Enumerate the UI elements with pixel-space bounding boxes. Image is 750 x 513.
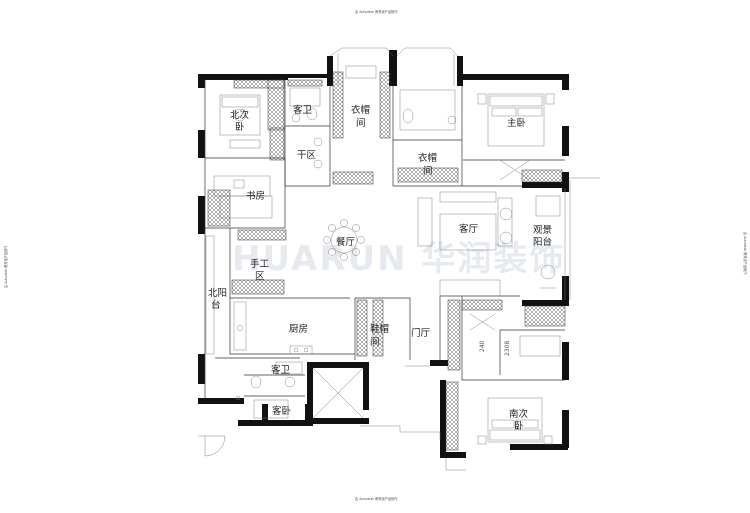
label-view-balcony-2: 阳台 xyxy=(533,236,552,248)
label-south-bedroom-1: 南次 xyxy=(509,408,529,420)
dimension-label-2308: 2308 xyxy=(504,341,511,356)
margin-note-right: 由 Autodesk 教育版产品制作 xyxy=(743,232,748,275)
label-kitchen: 厨房 xyxy=(289,323,308,335)
room-labels: 北次 卧 客卫 衣帽 间 主卧 干区 衣帽 间 书房 餐厅 客厅 观景 阳台 手… xyxy=(208,104,552,432)
label-cloakroom-b-1: 衣帽 xyxy=(418,152,437,164)
watermark: HUARUN 华润装饰 xyxy=(232,239,565,279)
label-shoe-room-2: 间 xyxy=(370,336,380,348)
label-guest-bedroom: 客卧 xyxy=(272,405,292,417)
label-north-bedroom-1: 北次 xyxy=(230,109,250,121)
label-living: 客厅 xyxy=(459,223,479,235)
label-dining: 餐厅 xyxy=(336,236,356,248)
label-cloakroom-a-2: 间 xyxy=(356,117,366,129)
margin-note-bottom: 由 Autodesk 教育版产品制作 xyxy=(355,496,398,501)
label-cloakroom-b-2: 间 xyxy=(423,165,433,177)
label-entrance: 门厅 xyxy=(411,327,431,339)
label-north-balcony-2: 台 xyxy=(211,299,221,311)
furniture xyxy=(213,65,561,445)
label-north-balcony-1: 北阳 xyxy=(208,288,227,299)
margin-note-top: 由 Autodesk 教育版产品制作 xyxy=(355,9,398,14)
label-craft-area-1: 手工 xyxy=(250,258,270,270)
built-in-cabinets xyxy=(207,71,566,451)
label-north-bedroom-2: 卧 xyxy=(235,121,245,133)
margin-note-left: 由 Autodesk 教育版产品制作 xyxy=(3,245,8,288)
label-view-balcony-1: 观景 xyxy=(533,225,552,236)
outer-walls xyxy=(198,50,569,458)
label-guest-bath-north: 客卫 xyxy=(293,104,313,116)
interior-lines xyxy=(198,47,600,471)
label-shoe-room-1: 鞋帽 xyxy=(370,323,389,335)
dimension-label-240: 240 xyxy=(479,340,486,352)
label-cloakroom-a-1: 衣帽 xyxy=(351,104,370,116)
label-master-bedroom: 主卧 xyxy=(507,117,527,129)
label-south-bedroom-2: 卧 xyxy=(514,420,524,432)
label-dry-area: 干区 xyxy=(297,150,317,161)
label-guest-bath-south: 客卫 xyxy=(271,364,291,376)
label-study: 书房 xyxy=(246,190,265,202)
label-craft-area-2: 区 xyxy=(255,271,265,282)
